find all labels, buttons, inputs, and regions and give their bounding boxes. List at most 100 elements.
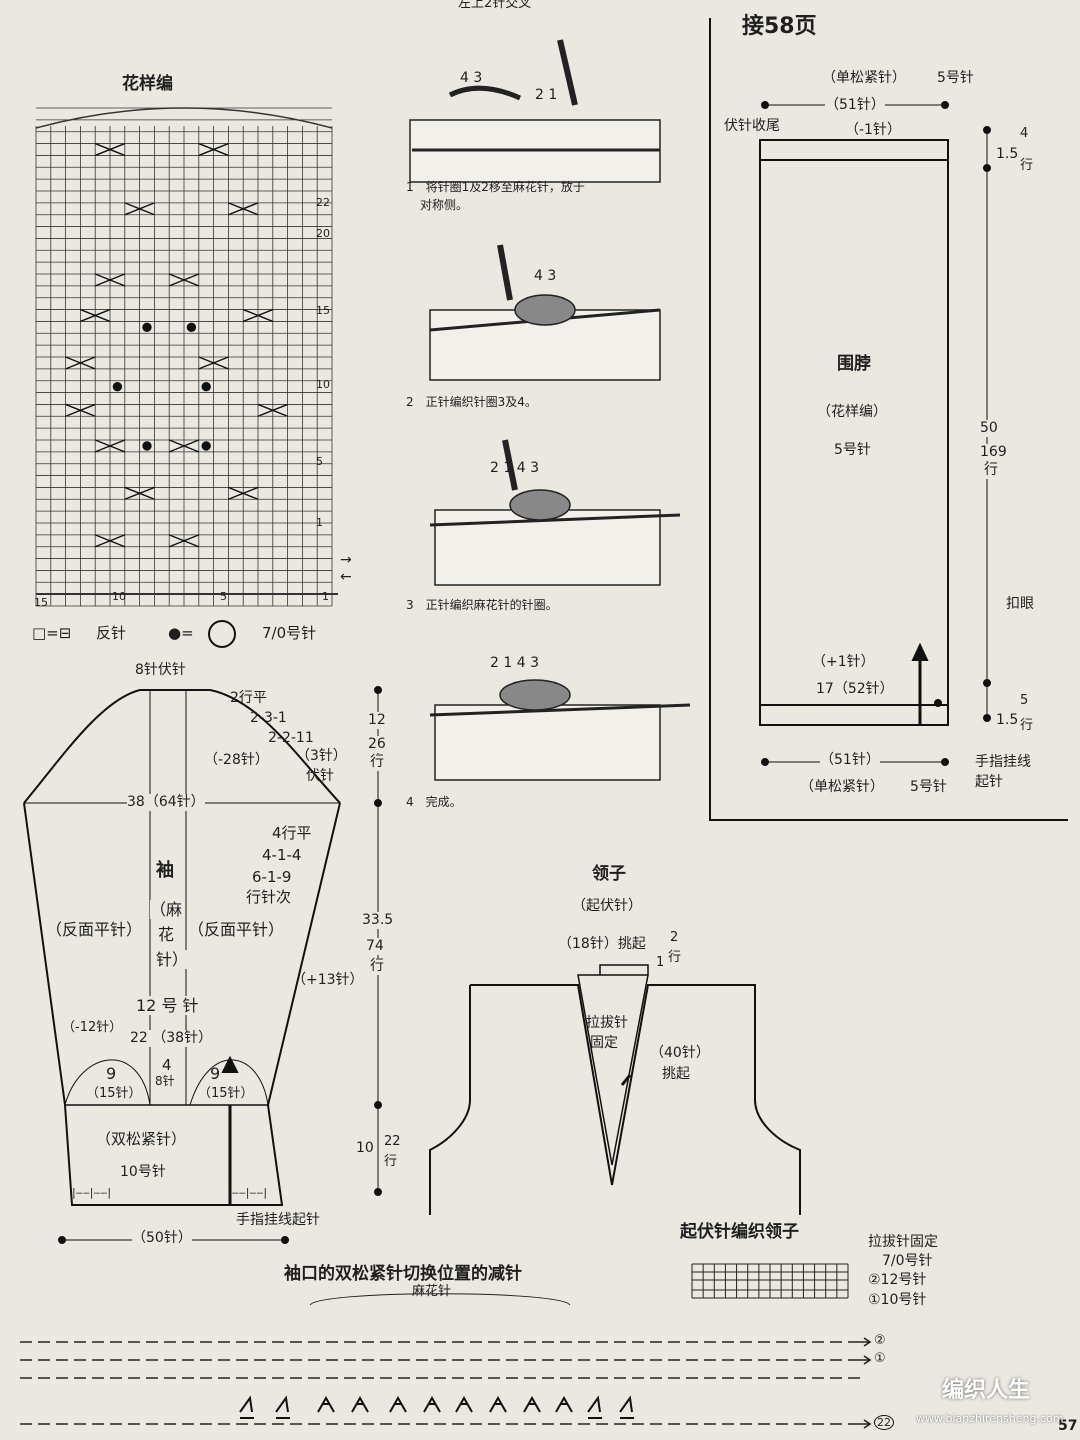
collar-pick-up: （18针）挑起	[558, 936, 646, 952]
step-2-text: 2 正针编织针圈3及4。	[406, 395, 537, 409]
collar-rows-num: 1	[656, 955, 665, 970]
sleeve-cap-rows-3: 2-2-11	[268, 730, 314, 746]
sleeve-rib-rows: 22	[384, 1134, 401, 1149]
sleeve-cable-2: 花	[158, 925, 175, 945]
row-label-15: 15	[316, 304, 330, 317]
sleeve-rib-marks-right: |‒‒|‒‒|	[228, 1186, 268, 1199]
row-label-22: 22	[316, 196, 330, 209]
sleeve-rib: （双松紧针）	[96, 1130, 187, 1148]
sleeve-inc-rows-4: 行针次	[246, 888, 292, 906]
sleeve-cast-on: 手指挂线起针	[236, 1212, 320, 1228]
sleeve-width: 38（64针）	[127, 794, 205, 811]
sleeve-part-3: 9	[210, 1064, 221, 1083]
sleeve-part-2: 4	[162, 1056, 172, 1074]
scarf-top-stitches: （51针）	[825, 97, 885, 114]
watermark-logo-text: 编织人生	[942, 1378, 1031, 1403]
sleeve-part-1: 9	[106, 1064, 117, 1083]
sleeve-cap-rows-1: 2行平	[230, 690, 267, 706]
step-1-text-b: 对称侧。	[420, 198, 469, 212]
step-4-text: 4 完成。	[406, 795, 462, 809]
sleeve-body-rows-unit: 行	[370, 958, 384, 975]
cuff-decrease-symbols	[239, 1395, 634, 1419]
scarf-bottom-rows-unit: 行	[1020, 718, 1034, 733]
sleeve-rib-needle: 10号针	[120, 1164, 166, 1180]
stitch-chart-symbols	[65, 142, 288, 548]
scarf-top-rib: （单松紧针）	[822, 70, 906, 86]
step-1-text: 1 将针圈1及2移至麻花针，放于	[406, 180, 585, 194]
scarf-pattern: （花样编）	[817, 404, 887, 420]
scarf-top-height: 1.5	[996, 146, 1019, 162]
sleeve-rib-marks-left: |‒‒|‒‒|	[72, 1186, 112, 1199]
step-illustration-1	[409, 39, 661, 183]
watermark-url: www.bianzhirensheng.com	[916, 1412, 1064, 1425]
collar-subtitle: （起伏针）	[572, 898, 642, 914]
scarf-length: 50	[980, 420, 998, 437]
legend-bobble-symbol: ●=	[168, 624, 194, 642]
col-label-10: 10	[112, 590, 126, 603]
step-illustration-3	[429, 439, 681, 586]
scarf-cast-on-2: 起针	[975, 774, 1003, 790]
scarf-schematic	[709, 18, 1068, 821]
collar-slip-stitch: 拉拔针	[586, 1015, 628, 1031]
sleeve-needle: 12 号 针	[136, 996, 199, 1016]
sleeve-inc-rows-1: 4行平	[272, 824, 312, 842]
sleeve-part-2-sts: 8针	[155, 1074, 175, 1088]
page-number: 57	[1058, 1418, 1078, 1434]
sleeve-cable-3: 针）	[156, 950, 189, 970]
fig1-numbers: 4 3	[460, 70, 483, 86]
step-illustration-4	[429, 679, 691, 781]
sleeve-cap-decrease: （-28针）	[204, 752, 269, 768]
sleeve-part-3-sts: （15针）	[198, 1086, 254, 1101]
sleeve-reverse-right: （反面平针）	[188, 920, 285, 939]
cuff-row-1: ①	[874, 1351, 886, 1366]
fig2-numbers: 4 3	[534, 268, 557, 284]
sleeve-body-height: 33.5	[362, 912, 394, 929]
scarf-name: 围脖	[837, 354, 871, 374]
collar-pick-up-2: （40针）	[650, 1045, 710, 1061]
col-label-15: 15	[34, 596, 48, 609]
scarf-length-rows-unit: 行	[984, 462, 998, 479]
sleeve-cable-1: （麻	[150, 900, 183, 920]
collar-schematic	[429, 964, 801, 1215]
collar-title: 领子	[592, 864, 626, 884]
scarf-top-rows-unit: 行	[1020, 158, 1034, 173]
row-label-20: 20	[316, 227, 330, 240]
chart-title: 花样编	[122, 74, 173, 94]
fig4-numbers: 2 1 4 3	[490, 655, 539, 671]
sleeve-reverse-left: （反面平针）	[46, 920, 143, 939]
sleeve-inc-rows-3: 6-1-9	[252, 868, 292, 886]
sleeve-cap-rows-4: （3针）	[296, 748, 347, 764]
sleeve-top-bind-off: 8针伏针	[135, 662, 186, 678]
sleeve-part-1-sts: （15针）	[86, 1086, 142, 1101]
col-label-1: 1	[322, 590, 329, 603]
collar-rows-unit: 行	[668, 950, 682, 965]
cuff-title: 袖口的双松紧针切换位置的减针	[284, 1264, 522, 1284]
scarf-length-rows: 169	[980, 444, 1007, 461]
sleeve-name: 袖	[156, 860, 174, 881]
sleeve-cap-rows-count: 26	[368, 736, 386, 753]
collar-detail-grid	[691, 1263, 849, 1299]
sleeve-rib-rows-unit: 行	[384, 1154, 398, 1169]
cuff-cable-label: 麻花针	[412, 1284, 452, 1299]
fig3-numbers: 2 1 4 3	[490, 460, 539, 476]
sleeve-cap-rows-5: 伏针	[306, 768, 334, 784]
scarf-needle: 5号针	[834, 442, 871, 458]
legend-purl-symbol: □=⊟	[32, 624, 72, 642]
row-label-5: 5	[316, 455, 323, 468]
row-label-10: 10	[316, 378, 330, 391]
scarf-bottom-needle: 5号针	[910, 779, 947, 795]
legend-purl: 反针	[96, 624, 127, 642]
collar-rows: 2	[670, 930, 679, 945]
fig1-numbers-2: 2 1	[535, 87, 558, 103]
scarf-bottom-height: 1.5	[996, 712, 1019, 728]
col-label-5: 5	[220, 590, 227, 603]
scarf-width: 17（52针）	[816, 681, 894, 697]
scarf-bottom-stitches: （51针）	[820, 752, 880, 769]
scarf-top-needle: 5号针	[937, 70, 974, 86]
scarf-bottom-rows: 5	[1020, 693, 1029, 708]
scarf-cast-on: 手指挂线	[975, 754, 1031, 770]
sleeve-mid-width: 22 （38针）	[130, 1030, 213, 1047]
sleeve-bottom-stitches: （50针）	[132, 1230, 192, 1247]
collar-detail-label-1: 拉拔针固定	[868, 1234, 938, 1250]
